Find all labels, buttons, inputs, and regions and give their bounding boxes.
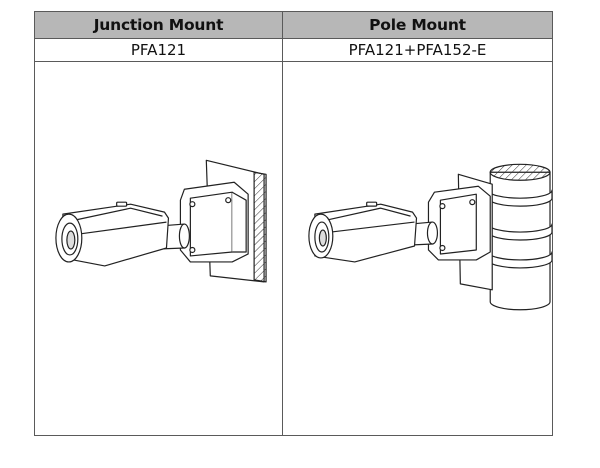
junction-box-icon [179, 181, 249, 263]
bullet-camera-icon [308, 201, 418, 263]
pole-mount-cell [282, 61, 553, 436]
header-row: Junction Mount Pole Mount [34, 11, 553, 39]
model-pole-mount: PFA121+PFA152-E [282, 38, 553, 62]
header-pole-mount: Pole Mount [282, 11, 553, 39]
header-junction-mount: Junction Mount [34, 11, 283, 39]
model-row: PFA121 PFA121+PFA152-E [34, 38, 553, 62]
bullet-camera-icon [55, 201, 170, 267]
illustration-row [34, 61, 553, 436]
junction-mount-cell [34, 61, 283, 436]
pole-icon [487, 163, 552, 311]
junction-mount-illustration [55, 159, 267, 283]
mount-comparison-table: Junction Mount Pole Mount PFA121 PFA121+… [34, 11, 553, 436]
junction-box-icon [427, 185, 491, 261]
model-junction-mount: PFA121 [34, 38, 283, 62]
pole-mount-illustration [308, 163, 552, 311]
